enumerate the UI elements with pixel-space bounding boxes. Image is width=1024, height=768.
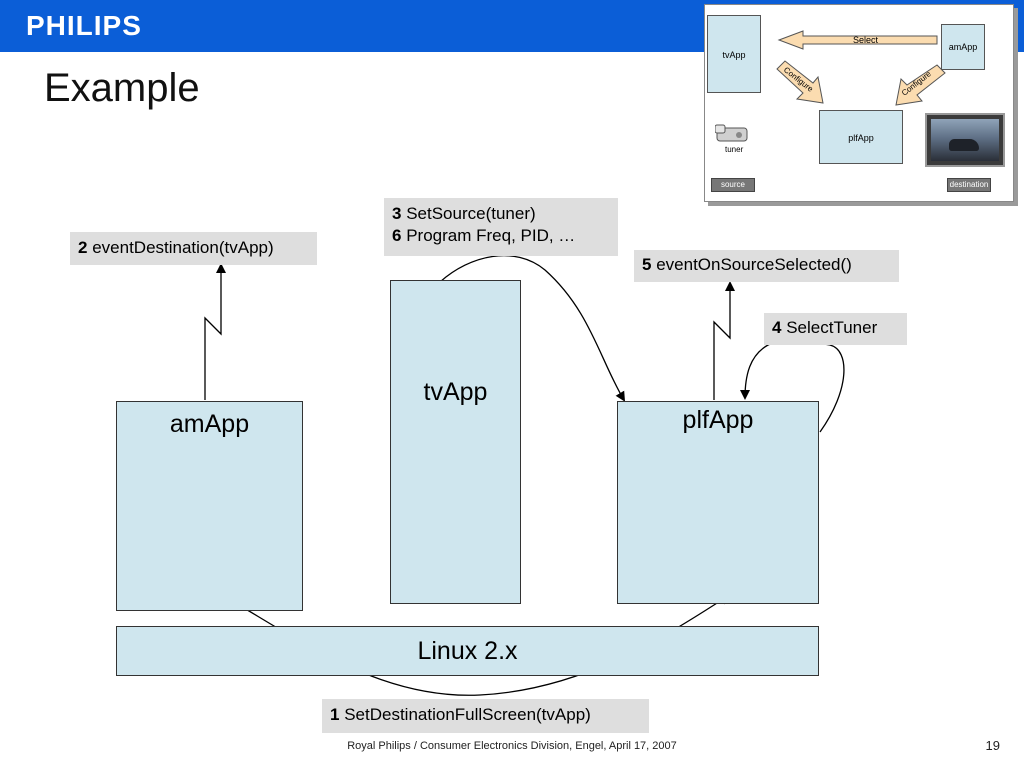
arrow-event-source-selected — [713, 281, 735, 400]
select-arrow — [777, 30, 938, 50]
inset-plfapp-box: plfApp — [819, 110, 903, 164]
overview-inset: Select Configure Configure tvApp amApp p… — [704, 4, 1014, 202]
step-5-number: 5 — [642, 255, 652, 274]
tuner-icon — [715, 124, 748, 142]
slide-title: Example — [44, 66, 200, 110]
step-3-number: 3 — [392, 204, 402, 223]
configure-left-arrow — [776, 60, 824, 104]
inset-plfapp-label: plfApp — [848, 133, 874, 143]
amapp-box: amApp — [116, 401, 303, 611]
label-step-1: 1 SetDestinationFullScreen(tvApp) — [322, 699, 649, 733]
inset-amapp-box: amApp — [941, 24, 985, 70]
inset-arrows — [776, 30, 946, 106]
arrow-set-source — [439, 255, 626, 402]
label-step-3-6: 3 SetSource(tuner) 6 Program Freq, PID, … — [384, 198, 618, 256]
inset-amapp-label: amApp — [948, 42, 978, 52]
page-number: 19 — [985, 738, 1000, 753]
step-6-text: Program Freq, PID, … — [406, 226, 576, 245]
destination-button: destination — [947, 178, 991, 192]
step-6-number: 6 — [392, 226, 402, 245]
arrow-event-destination — [204, 263, 226, 400]
configure-right-arrow — [895, 64, 946, 106]
linux-box: Linux 2.x — [116, 626, 819, 676]
plfapp-box: plfApp — [617, 401, 819, 604]
tvapp-box-label: tvApp — [423, 378, 488, 406]
inset-tvapp-label: tvApp — [722, 50, 746, 60]
step-2-number: 2 — [78, 238, 88, 257]
step-4-text: SelectTuner — [786, 318, 878, 337]
step-2-text: eventDestination(tvApp) — [92, 238, 274, 257]
footer-text: Royal Philips / Consumer Electronics Div… — [347, 740, 677, 752]
amapp-box-label: amApp — [169, 410, 250, 438]
label-step-4: 4 SelectTuner — [764, 313, 907, 345]
step-3-text: SetSource(tuner) — [406, 204, 536, 223]
source-button: source — [711, 178, 755, 192]
label-step-2: 2 eventDestination(tvApp) — [70, 232, 317, 265]
label-step-5: 5 eventOnSourceSelected() — [634, 250, 899, 282]
step-1-number: 1 — [330, 705, 340, 724]
inset-tvapp-box: tvApp — [707, 15, 761, 93]
philips-logo: PHILIPS — [26, 10, 142, 41]
tv-screen-image — [925, 113, 1005, 167]
step-1-text: SetDestinationFullScreen(tvApp) — [344, 705, 591, 724]
tvapp-box: tvApp — [390, 280, 521, 604]
plfapp-box-label: plfApp — [682, 406, 754, 434]
select-arrow-label: Select — [853, 35, 879, 45]
linux-box-label: Linux 2.x — [417, 637, 518, 665]
step-4-number: 4 — [772, 318, 782, 337]
tuner-label: tuner — [725, 145, 744, 154]
step-5-text: eventOnSourceSelected() — [656, 255, 852, 274]
